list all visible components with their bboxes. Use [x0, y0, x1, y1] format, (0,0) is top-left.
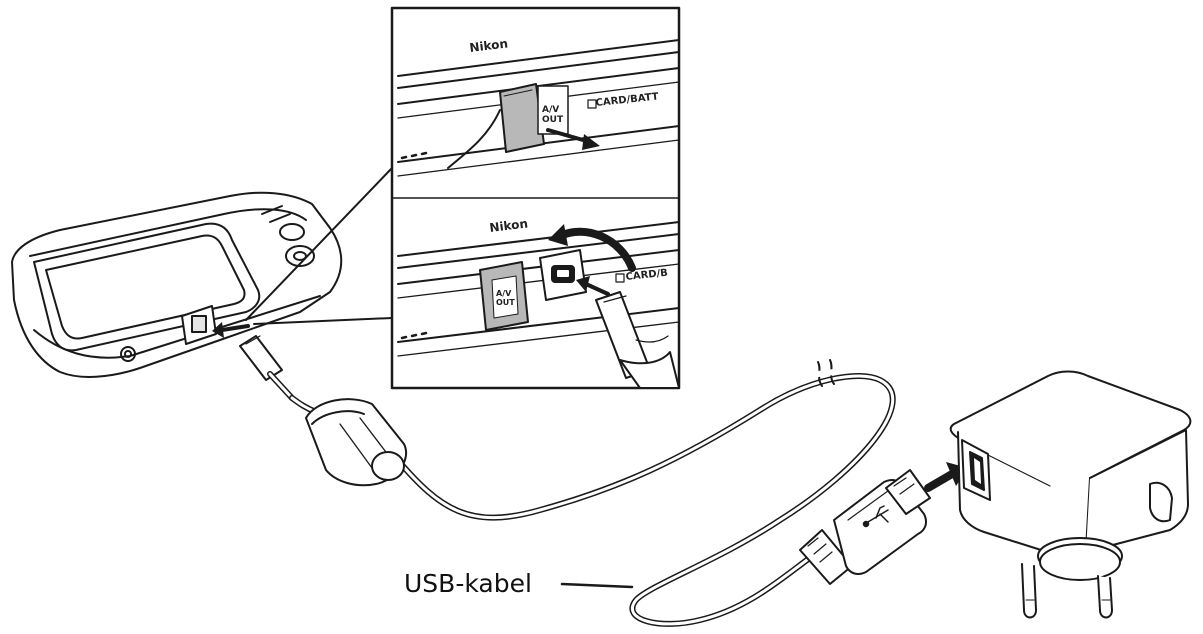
ac-adapter-icon: [949, 370, 1192, 619]
callout-lines: [245, 167, 393, 325]
usb-plug-icon: [799, 462, 968, 585]
brand-logo-bottom: Nikon: [489, 216, 529, 235]
usb-cable-label-text: USB-kabel: [404, 569, 532, 598]
ferrite-core-icon: [305, 398, 407, 487]
card-batt-label-bottom: CARD/B: [625, 268, 668, 283]
usb-cable-leader-line: [560, 582, 634, 589]
usb-cable-label: USB-kabel: [404, 569, 634, 598]
brand-logo-top: Nikon: [469, 36, 509, 55]
camera-icon: [11, 191, 343, 378]
